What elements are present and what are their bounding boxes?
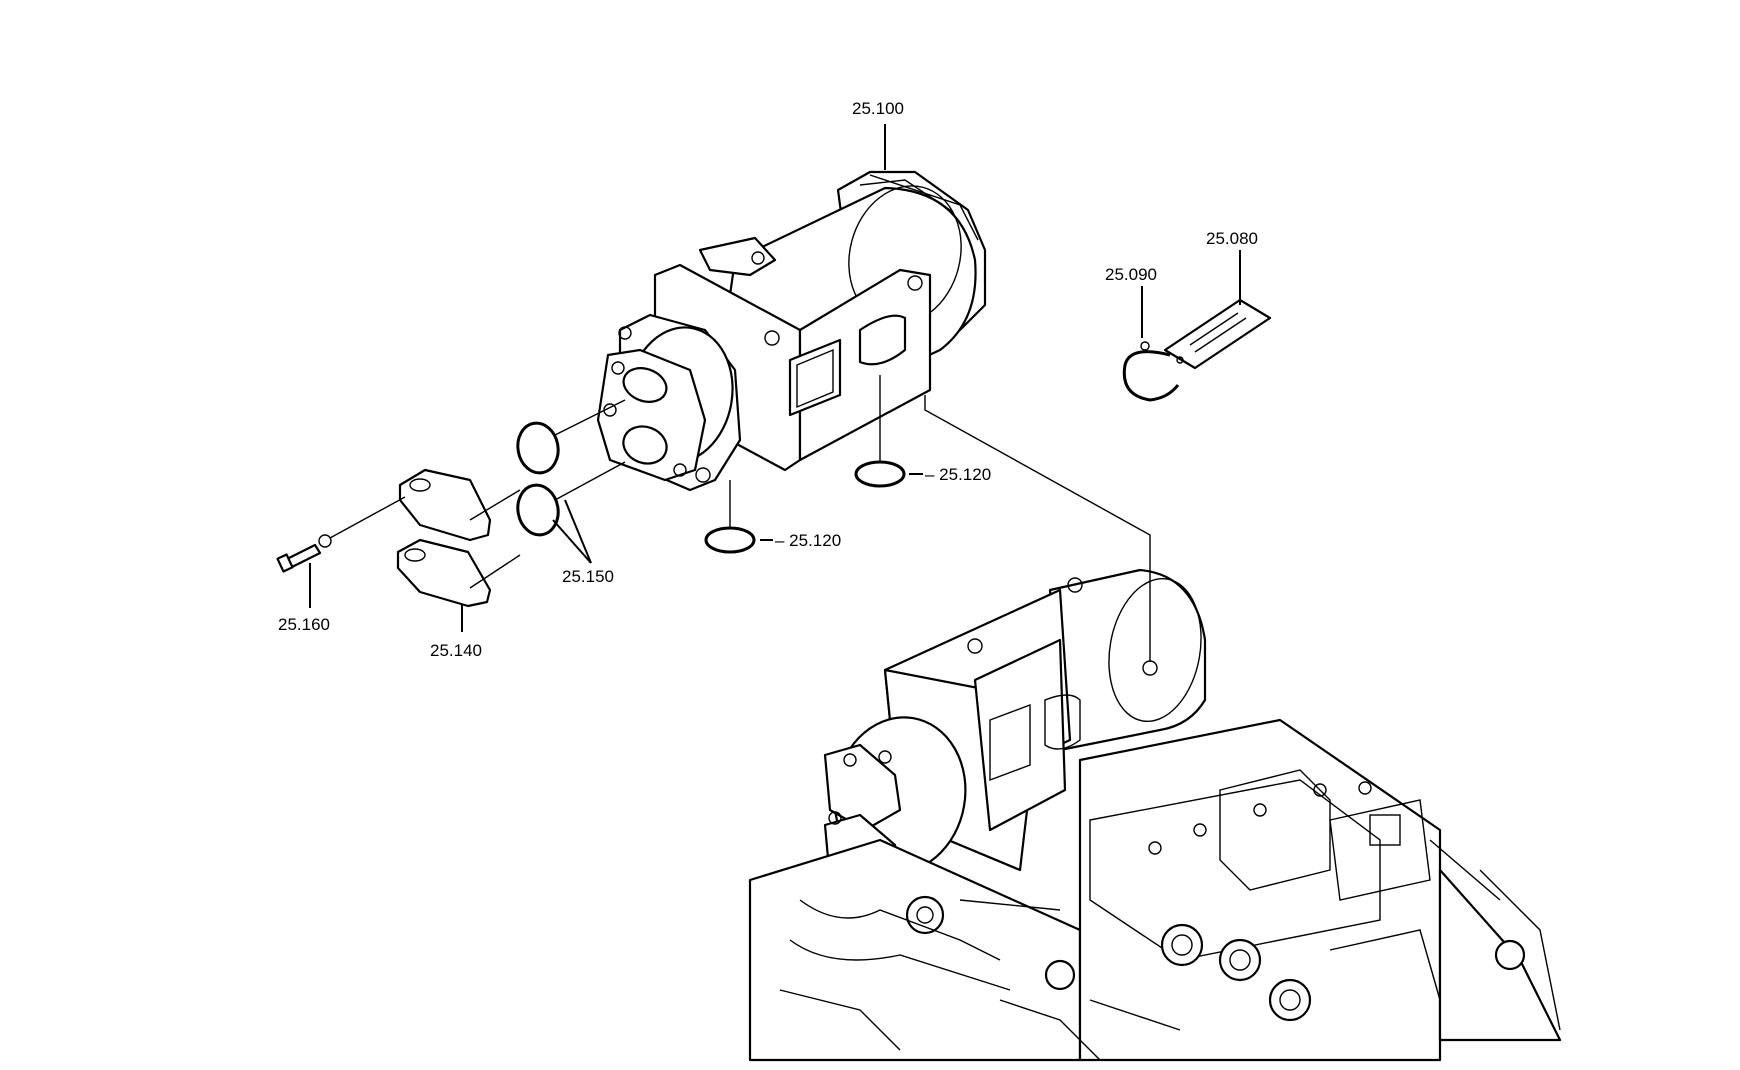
snap-ring-part	[1122, 341, 1180, 402]
assembled-view	[748, 568, 1562, 1062]
callout-25-120-left: – 25.120	[775, 531, 841, 550]
callout-25-080: 25.080	[1206, 229, 1258, 248]
callout-25-100: 25.100	[852, 99, 904, 118]
callout-25-160: 25.160	[278, 615, 330, 634]
o-ring-25-120-left	[704, 526, 756, 554]
o-ring-25-120-right	[854, 460, 906, 488]
callout-labels: 25.100 25.080 25.090 – 25.120 – 25.120 2…	[278, 99, 1258, 660]
heat-exchanger-part	[596, 170, 987, 492]
bolt-part	[276, 534, 332, 573]
leader-lines	[309, 124, 1241, 632]
o-ring-25-150-upper	[516, 421, 560, 475]
assembly-lines	[329, 375, 1151, 662]
callout-25-120-right: – 25.120	[925, 465, 991, 484]
cover-plates-part	[396, 468, 492, 608]
callout-25-090: 25.090	[1105, 265, 1157, 284]
o-ring-25-150-lower	[516, 483, 560, 537]
tag-plate-part	[1163, 298, 1272, 370]
callout-25-140: 25.140	[430, 641, 482, 660]
callout-25-150: 25.150	[562, 567, 614, 586]
